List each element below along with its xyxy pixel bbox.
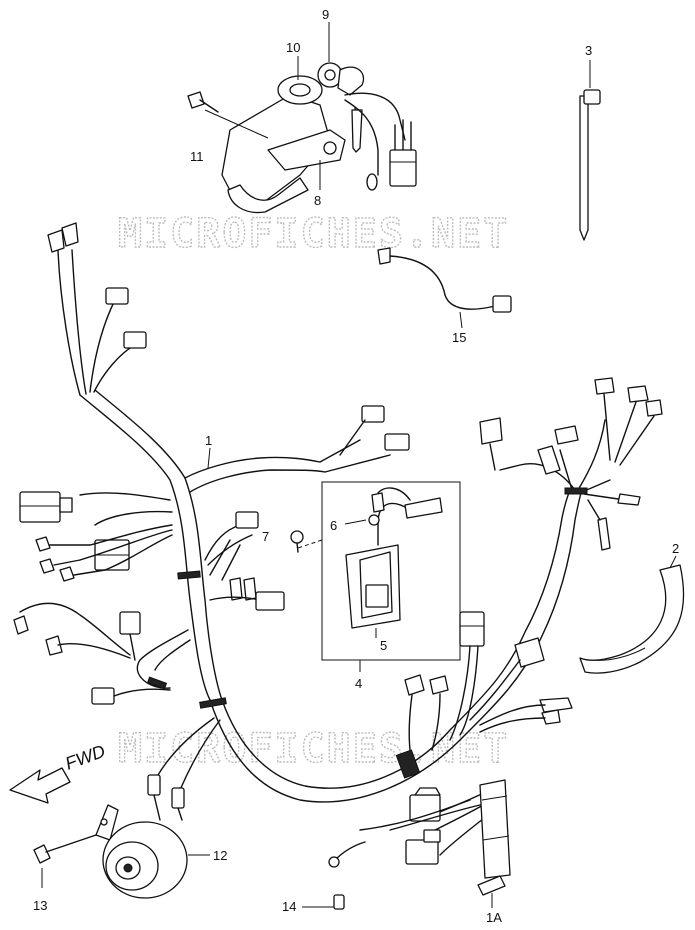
horn-part-12 <box>95 804 210 899</box>
protector-tube-part-2 <box>579 564 685 674</box>
fwd-label: FWD <box>63 741 108 774</box>
leader-lines <box>207 22 677 672</box>
callout-10: 10 <box>286 40 300 55</box>
forward-direction-indicator: FWD <box>9 741 108 804</box>
callout-1a: 1A <box>486 910 502 925</box>
main-wiring-harness-part-1 <box>13 222 663 879</box>
callout-4: 4 <box>355 676 362 691</box>
bolt-part-13 <box>33 834 97 888</box>
callout-14: 14 <box>282 899 296 914</box>
callout-15: 15 <box>452 330 466 345</box>
callout-1: 1 <box>205 433 212 448</box>
ignition-switch-assembly <box>187 62 417 214</box>
clamp-part-3 <box>579 60 601 241</box>
callout-11: 11 <box>190 149 204 164</box>
callout-5: 5 <box>380 638 387 653</box>
screw-part-14 <box>302 894 345 910</box>
watermark-bottom: MICROFICHES.NET <box>118 726 509 772</box>
lead-wire-part-15 <box>377 247 512 329</box>
callout-6: 6 <box>330 518 337 533</box>
callout-12: 12 <box>213 848 227 863</box>
callout-7: 7 <box>262 529 269 544</box>
callout-13: 13 <box>33 898 47 913</box>
callout-8: 8 <box>314 193 321 208</box>
watermark-top: MICROFICHES.NET <box>118 211 509 257</box>
screw-part-7 <box>290 530 304 553</box>
fuse-part-1a <box>477 875 506 908</box>
regulator-box-part-4 <box>297 481 461 661</box>
callout-3: 3 <box>585 43 592 58</box>
callout-2: 2 <box>672 541 679 556</box>
callout-9: 9 <box>322 7 329 22</box>
